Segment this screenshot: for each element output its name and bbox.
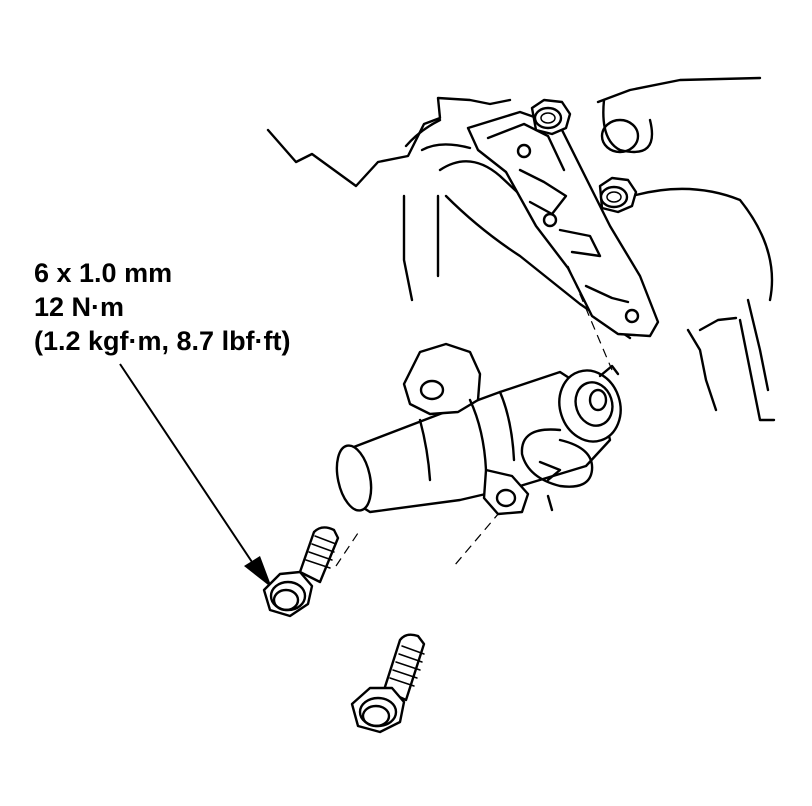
engine-background-outline: [266, 76, 776, 422]
upper-bolt: [262, 526, 340, 618]
tensioner-body: [335, 342, 622, 516]
bolt-size-label: 6 x 1.0 mm: [34, 258, 173, 288]
middle-nut: [598, 176, 638, 214]
alignment-lines: [335, 265, 613, 567]
callout-arrow: [119, 363, 272, 588]
upper-nut: [530, 98, 572, 136]
mounting-bracket: [466, 110, 660, 338]
torque-alt-units-label: (1.2 kgf·m, 8.7 lbf·ft): [34, 326, 291, 356]
lower-bolt: [350, 633, 426, 734]
torque-nm-label: 12 N·m: [34, 292, 125, 322]
torque-spec-callout: 6 x 1.0 mm 12 N·m (1.2 kgf·m, 8.7 lbf·ft…: [34, 256, 291, 358]
